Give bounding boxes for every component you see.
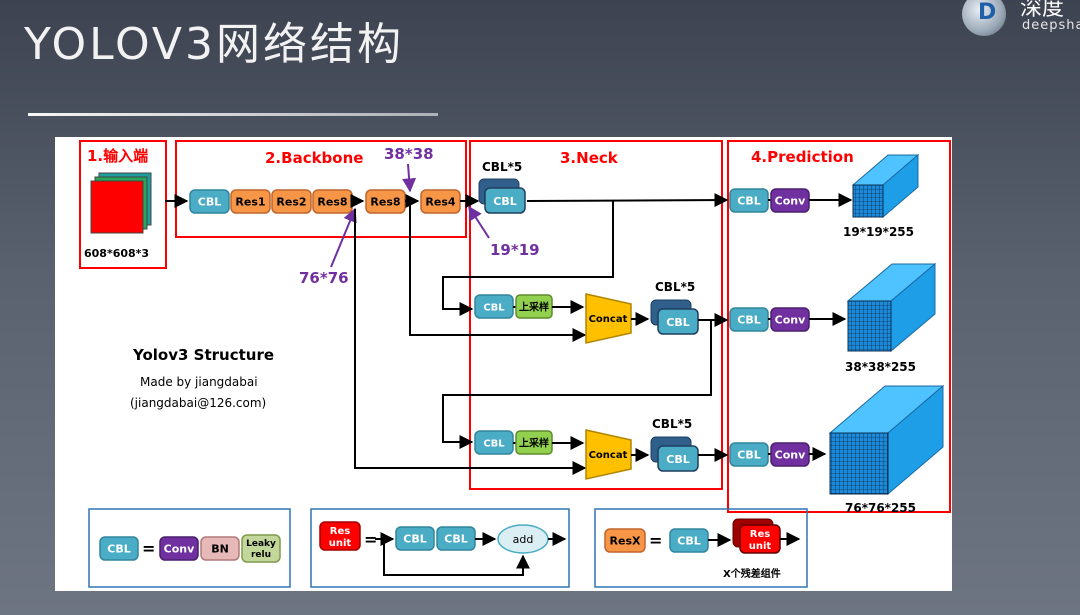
section-backbone-box: [175, 140, 467, 238]
cbl5-mid-cbl-label: CBL: [666, 316, 689, 329]
res8-label-1: Res8: [317, 196, 347, 209]
legend-resx-block: [604, 528, 646, 553]
legend-resunit-line1: Res: [330, 526, 350, 537]
res1-block: [230, 189, 271, 214]
output-19-label: 19*19*255: [843, 225, 914, 239]
brand-name-en: deepsha: [1022, 18, 1080, 33]
cbl5-mid-block: [657, 308, 699, 335]
legend-resunit-equals: =: [364, 530, 377, 549]
mid-cbl-label: CBL: [483, 303, 505, 314]
backbone-cbl-label: CBL: [198, 196, 221, 209]
cbl5-bottom-cbl-label: CBL: [666, 453, 689, 466]
cbl5-label-bottom: CBL*5: [652, 417, 692, 431]
section-title-prediction: 4.Prediction: [751, 148, 854, 166]
legend-leaky-line2: relu: [251, 550, 271, 560]
brand-logo-letter: D: [978, 0, 997, 25]
legend-add-label: add: [513, 533, 534, 546]
cbl5-label-mid: CBL*5: [655, 280, 695, 294]
credits-author: Made by jiangdabai: [140, 375, 258, 389]
bottom-cbl-label: CBL: [483, 439, 505, 450]
section-input-box: [79, 140, 167, 269]
size-19-label: 19*19: [490, 241, 540, 259]
bottom-upsample-label: 上采样: [519, 437, 549, 450]
brand-logo-icon: [962, 0, 1006, 36]
res2-block: [271, 189, 312, 214]
mid-concat-label: Concat: [589, 314, 628, 325]
backbone-cbl-block: [189, 189, 230, 214]
cbl5-top-cbl-label: CBL: [493, 195, 516, 208]
bottom-concat-block: [585, 429, 632, 480]
section-title-input: 1.输入端: [87, 147, 148, 165]
output-cube-38-front: [847, 300, 892, 352]
cbl5-top-block: [484, 187, 526, 214]
res1-label: Res1: [235, 196, 265, 209]
yolov3-diagram: 1.输入端 2.Backbone 3.Neck 4.Prediction 608…: [55, 137, 952, 591]
section-title-backbone: 2.Backbone: [265, 149, 363, 167]
legend-cbl-equals: =: [142, 539, 155, 558]
mid-upsample-label: 上采样: [519, 301, 549, 314]
legend-resunit-cbl-2-label: CBL: [444, 533, 467, 546]
legend-bn-label: BN: [211, 543, 229, 556]
output-cube-19-front: [852, 184, 884, 218]
legend-resx-box: [594, 508, 808, 588]
legend-conv-block: [159, 536, 199, 561]
legend-conv-label: Conv: [164, 543, 195, 556]
legend-resx-cbl-label: CBL: [677, 535, 700, 548]
legend-cbl-block: [99, 536, 139, 561]
brand-name-cn: 深度: [1020, 0, 1065, 21]
legend-cbl-box: [88, 508, 291, 588]
legend-leaky-line1: Leaky: [246, 539, 276, 549]
output-38-label: 38*38*255: [845, 360, 916, 374]
title-underline: [28, 113, 438, 116]
mid-concat-block: [585, 293, 632, 344]
credits-email: (jiangdabai@126.com): [130, 396, 266, 410]
legend-resx-caption: X个残差组件: [723, 567, 781, 580]
credits-title: Yolov3 Structure: [132, 346, 274, 364]
legend-resx-resunit-line2: unit: [749, 541, 772, 552]
input-size-label: 608*608*3: [84, 247, 149, 260]
size-38-label: 38*38: [384, 145, 434, 163]
legend-resx-resunit-line1: Res: [750, 529, 770, 540]
pred2-conv-label: Conv: [775, 314, 806, 327]
cbl5-label-top: CBL*5: [482, 160, 522, 174]
slide-title: YOLOV3网络结构: [24, 19, 405, 70]
cbl5-bottom-block: [657, 445, 699, 472]
pred3-cbl-label: CBL: [737, 449, 760, 462]
legend-leaky-block: [241, 534, 281, 563]
legend-resunit-block: [319, 521, 361, 551]
legend-resx-label: ResX: [610, 535, 641, 548]
bottom-concat-label: Concat: [589, 450, 628, 461]
input-image: [90, 180, 144, 234]
output-76-label: 76*76*255: [845, 501, 916, 515]
res2-label: Res2: [276, 196, 306, 209]
legend-resunit-box: [310, 508, 570, 588]
legend-bn-block: [200, 536, 240, 561]
output-cube-76-front: [829, 432, 889, 495]
pred3-conv-label: Conv: [775, 449, 806, 462]
legend-resunit-cbl-1: [395, 526, 435, 551]
size-76-label: 76*76: [299, 269, 349, 287]
legend-resx-equals: =: [649, 531, 662, 550]
legend-resunit-cbl-1-label: CBL: [403, 533, 426, 546]
res8-label-2: Res8: [370, 196, 400, 209]
pred1-conv-label: Conv: [775, 195, 806, 208]
res4-label: Res4: [425, 196, 455, 209]
legend-resunit-line2: unit: [329, 538, 352, 549]
legend-cbl-label: CBL: [107, 543, 130, 556]
pred2-cbl-label: CBL: [737, 314, 760, 327]
pred1-cbl-label: CBL: [737, 195, 760, 208]
section-title-neck: 3.Neck: [560, 149, 619, 167]
